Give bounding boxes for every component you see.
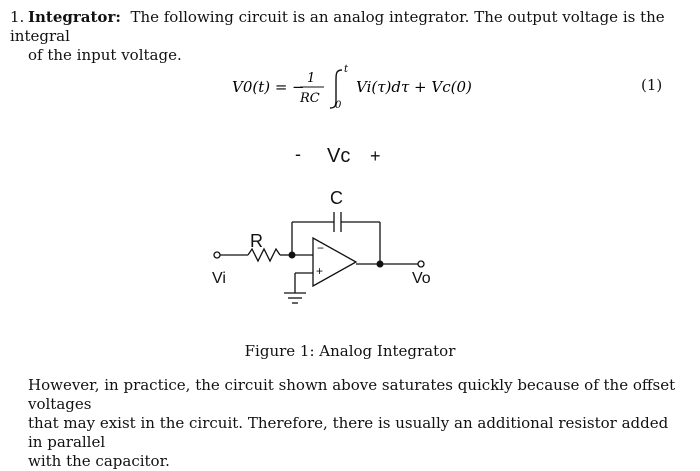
- eq-lower-limit: 0: [335, 100, 342, 110]
- resistor-label: R: [250, 231, 263, 251]
- integrator-equation: V0(t) = − 1 RC t 0 Vi(τ)dτ + Vc(0): [232, 60, 532, 111]
- eq-lhs: V0(t) =: [232, 78, 287, 96]
- eq-minus: −: [292, 78, 305, 96]
- eq-numerator: 1: [307, 71, 315, 86]
- equation-svg: V0(t) = − 1 RC t 0 Vi(τ)dτ + Vc(0): [232, 64, 472, 111]
- cap-minus-label: -: [295, 144, 301, 164]
- footer-paragraph: However, in practice, the circuit shown …: [28, 376, 683, 471]
- problem-title: Integrator:: [28, 8, 121, 26]
- figure-caption: Figure 1: Analog Integrator: [244, 342, 456, 360]
- problem-text-line2: of the input voltage.: [28, 46, 182, 64]
- input-label: Vi: [212, 270, 226, 287]
- problem-number: 1.: [10, 8, 25, 26]
- footer-line2: that may exist in the circuit. Therefore…: [28, 414, 669, 451]
- problem-text-line1: The following circuit is an analog integ…: [10, 8, 665, 45]
- opamp: [312, 236, 358, 288]
- resistor: [247, 247, 281, 263]
- capacitor-label: C: [330, 188, 343, 208]
- eq-denominator: RC: [299, 91, 320, 106]
- circuit-svg: - Vc + C R Vi Vo − +: [212, 144, 431, 304]
- integrator-circuit: - Vc + C R Vi Vo − +: [200, 140, 460, 324]
- output-terminal: [417, 260, 425, 268]
- footer-line1: However, in practice, the circuit shown …: [28, 376, 676, 413]
- equation-number: (1): [641, 76, 663, 94]
- eq-integrand: Vi(τ)dτ + Vc(0): [356, 78, 472, 96]
- footer-line3: with the capacitor.: [28, 452, 170, 470]
- input-terminal: [213, 251, 221, 259]
- problem-statement: 1.Integrator: The following circuit is a…: [10, 8, 690, 65]
- input-node-dot: [288, 251, 296, 259]
- output-label: Vo: [412, 270, 431, 287]
- output-node-dot: [376, 260, 384, 268]
- opamp-plus-label: +: [316, 264, 323, 278]
- cap-voltage-label: Vc: [327, 145, 350, 167]
- integral-sign: [329, 69, 343, 109]
- eq-upper-limit: t: [344, 64, 349, 75]
- opamp-minus-label: −: [317, 241, 324, 255]
- cap-plus-label: +: [370, 146, 381, 166]
